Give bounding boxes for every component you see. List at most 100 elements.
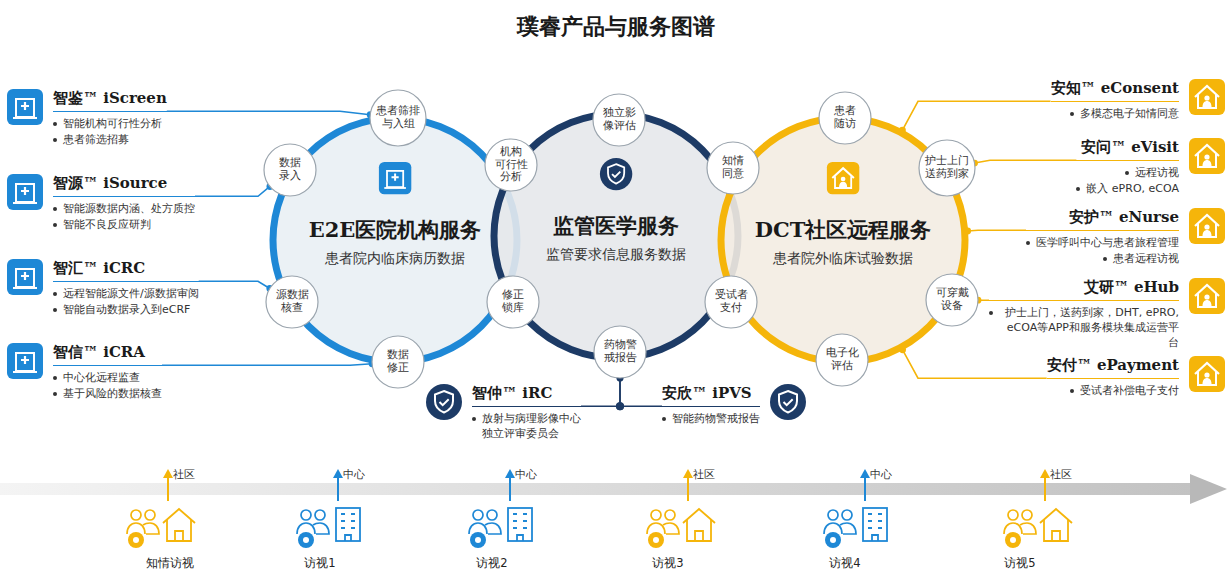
bullet-text: 中心化远程监查 [63,370,140,385]
step-text: 源数据 核查 [276,289,309,314]
bullet-text: 患者筛选招募 [63,132,129,147]
product-heading: 智鉴™ iScreen [53,88,167,112]
step-circle: 数据 修正 [371,335,425,389]
leader-line [620,378,662,406]
step-circle-outline [370,90,426,146]
bullet-dot [1125,171,1129,175]
step-circle-outline [487,276,539,328]
step-circle-outline [485,139,537,191]
service-subtitle: 患者院内临床病历数据 [269,250,521,268]
visit-icons [127,508,1072,548]
bullet-row: 受试者补偿电子支付 [1047,383,1179,398]
step-text-box: 数据 录入 [279,157,301,182]
step-circle-outline [816,334,868,386]
step-text-box: 电子化 评估 [826,347,859,372]
bullet-text: 患者远程访视 [1113,251,1179,266]
step-circle: 可穿戴 设备 [925,273,979,327]
bullet-text: 远程访视 [1135,165,1179,180]
step-text: 药物警 戒报告 [604,339,637,364]
timeline-tag: 社区 [693,468,715,482]
timeline-tag: 中心 [343,468,365,482]
leader-line [581,378,620,406]
product-text: 艾研™ eHub护士上门，送药到家，DHT, ePRO, eCOA等APP和服务… [989,277,1179,350]
service-heading: DCT社区远程服务 [717,216,969,244]
product-item: 安护™ eNurse医学呼叫中心与患者旅程管理患者远程访视 [1026,207,1226,266]
timeline-arrowhead [1190,474,1227,504]
step-circle: 修正 锁库 [486,275,540,329]
bullet-dot [53,138,57,142]
step-text: 修正 锁库 [502,289,524,314]
product-text: 安欣™ iPVS智能药物警戒报告 [662,383,760,426]
step-text: 受试者 支付 [715,289,748,314]
bullet-row: 智能机构可行性分析 [53,116,167,131]
leader-line [162,364,372,365]
step-circle: 数据 录入 [263,143,317,197]
step-text: 患者 随访 [834,105,856,130]
product-text: 安知™ eConsent多模态电子知情同意 [1051,78,1179,121]
bullet-row: 放射与病理影像中心 独立评审委员会 [472,411,581,441]
product-icon [769,383,807,421]
leader-line [195,186,270,196]
bullet-text: 护士上门，送药到家，DHT, ePRO, eCOA等APP和服务模块集成运营平台 [999,305,1179,350]
visit-label: 知情访视 [146,556,194,571]
step-circle: 受试者 支付 [704,275,758,329]
product-icon [1188,355,1226,393]
step-circle: 患者 随访 [818,91,872,145]
timeline-tag: 中心 [870,468,892,482]
visit-label: 访视4 [829,556,860,571]
product-text: 智源™ iSource智能源数据内涵、处方质控智能不良反应研判 [53,173,195,232]
bullet-row: 远程访视 [1076,165,1179,180]
timeline-up-arrows [163,469,1050,501]
timeline-tag: 社区 [1050,468,1072,482]
bullet-dot [53,122,57,126]
product-item: 安知™ eConsent多模态电子知情同意 [1051,78,1226,121]
bullet-row: 远程智能源文件/源数据审阅 [53,286,199,301]
bullet-dot [53,392,57,396]
product-heading: 智汇™ iCRC [53,258,199,282]
product-icon [6,258,44,296]
product-icon [6,342,44,380]
leader-line [968,229,1026,231]
bullet-dot [1070,112,1074,116]
bullet-row: 医学呼叫中心与患者旅程管理 [1026,235,1179,250]
bullet-row: 智能不良反应研判 [53,217,195,232]
step-circle-outline [819,92,871,144]
step-text: 机构 可行性 分析 [495,146,528,184]
step-circle-outline [266,276,318,328]
bullet-row: 智能药物警戒报告 [662,411,760,426]
step-text-box: 源数据 核查 [276,289,309,314]
bullet-text: 受试者补偿电子支付 [1080,383,1179,398]
step-text: 可穿戴 设备 [936,287,969,312]
bullet-dot [53,376,57,380]
step-text: 患者筛排 与入组 [376,105,420,130]
step-circle-outline [705,276,757,328]
service-icon [827,162,859,194]
product-text: 智仲™ iRC 放射与病理影像中心 独立评审委员会 [472,383,581,441]
bullet-text: 放射与病理影像中心 独立评审委员会 [482,411,581,441]
product-icon [1188,78,1226,116]
step-circle-outline [264,144,316,196]
product-icon [425,383,463,421]
bullet-row: 嵌入 ePRO, eCOA [1076,181,1179,196]
product-item: 艾研™ eHub护士上门，送药到家，DHT, ePRO, eCOA等APP和服务… [989,277,1226,350]
visit-label: 访视3 [652,556,683,571]
step-circle-outline [593,94,645,146]
step-circle-outline [707,142,759,194]
step-circle: 药物警 戒报告 [593,325,647,379]
leader-line [975,160,1077,163]
step-circle-outline [372,336,424,388]
product-heading: 安问™ eVisit [1076,137,1179,161]
step-text-box: 机构 可行性 分析 [495,146,528,184]
product-heading: 智仲™ iRC [472,383,581,407]
bullet-dot [53,292,57,296]
product-item: 智鉴™ iScreen 智能机构可行性分析患者筛选招募 [6,88,167,147]
bullet-row: 智能源数据内涵、处方质控 [53,201,195,216]
product-item: 安问™ eVisit 远程访视嵌入 ePRO, eCOA [1076,137,1226,196]
step-circle-outline [919,140,975,196]
service-subtitle: 患者院外临床试验数据 [717,250,969,268]
product-icon [1188,137,1226,175]
step-text-box: 知情 同意 [722,155,744,180]
product-text: 安问™ eVisit 远程访视嵌入 ePRO, eCOA [1076,137,1179,196]
leader-line [167,111,370,115]
